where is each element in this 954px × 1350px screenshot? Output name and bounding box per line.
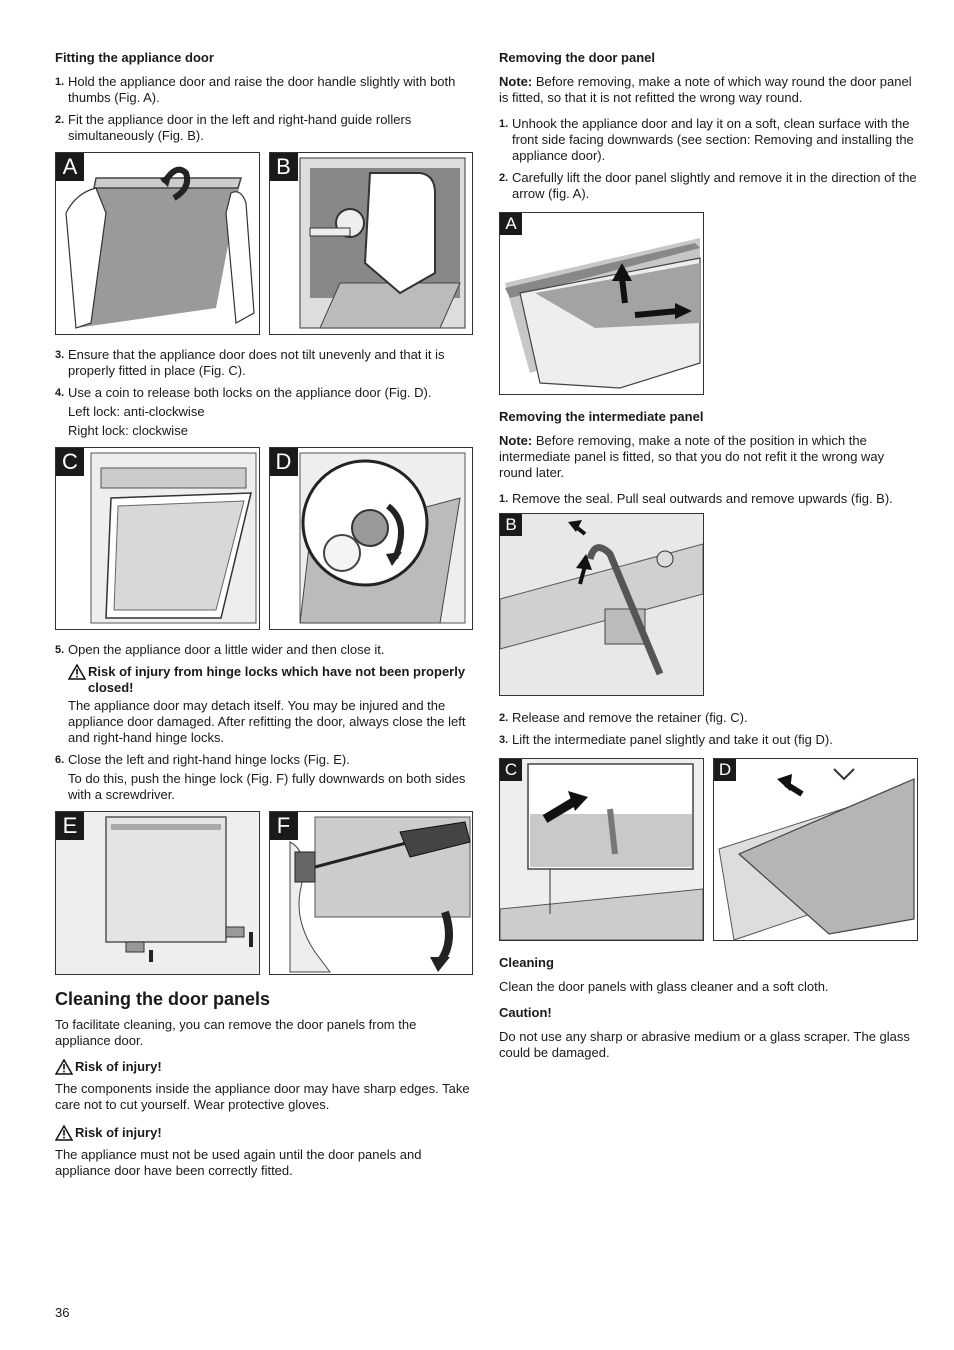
intermediate-step-3: 3. Lift the intermediate panel slightly … xyxy=(499,732,833,747)
hinge-warning-text: The appliance door may detach itself. Yo… xyxy=(68,698,466,745)
figure-e: E xyxy=(55,811,260,975)
removing-door-panel-heading: Removing the door panel xyxy=(499,50,656,65)
door-panel-note: Note: Before removing, make a note of wh… xyxy=(499,74,912,105)
door-panel-step-1: 1. Unhook the appliance door and lay it … xyxy=(499,116,914,163)
figure-intermediate-c-label: C xyxy=(500,759,522,781)
intermediate-step-1: 1. Remove the seal. Pull seal outwards a… xyxy=(499,491,893,506)
left-lock-text: Left lock: anti-clockwise xyxy=(68,404,205,419)
fitting-step-6: 6. Close the left and right-hand hinge l… xyxy=(55,752,350,767)
fitting-step-2: 2. Fit the appliance door in the left an… xyxy=(55,112,412,143)
caution-text: Do not use any sharp or abrasive medium … xyxy=(499,1029,910,1060)
left-column: Fitting the appliance door 1. Hold the a… xyxy=(54,50,473,1185)
figure-row-door-panel: A xyxy=(499,212,919,395)
figure-row-ab: A B xyxy=(55,152,473,335)
figure-c-label: C xyxy=(56,448,84,476)
figure-door-panel-a-label: A xyxy=(500,213,522,235)
figure-row-ef: E F xyxy=(55,811,473,975)
page-number: 36 xyxy=(55,1305,70,1320)
figure-intermediate-c: C xyxy=(499,758,704,941)
cleaning-panels-heading: Cleaning the door panels xyxy=(55,989,271,1009)
hinge-warning: Risk of injury from hinge locks which ha… xyxy=(67,663,473,746)
warning-icon xyxy=(67,663,88,684)
cleaning-text: Clean the door panels with glass cleaner… xyxy=(499,979,829,994)
risk-warning-1-text: The components inside the appliance door… xyxy=(55,1081,470,1112)
cleaning-heading: Cleaning xyxy=(499,955,554,970)
figure-b: B xyxy=(268,152,473,335)
step-6-subtext: To do this, push the hinge lock (Fig. F)… xyxy=(68,771,466,802)
right-column: Removing the door panel Note: Before rem… xyxy=(499,50,919,1067)
fitting-step-5: 5. Open the appliance door a little wide… xyxy=(55,642,385,657)
fitting-step-1: 1. Hold the appliance door and raise the… xyxy=(55,74,456,105)
warning-icon xyxy=(54,1058,75,1079)
fitting-step-4: 4. Use a coin to release both locks on t… xyxy=(55,385,432,400)
fitting-step-3: 3. Ensure that the appliance door does n… xyxy=(55,347,445,378)
figure-c: C xyxy=(55,447,260,630)
figure-b-label: B xyxy=(269,153,298,181)
risk-warning-2: Risk of injury! xyxy=(54,1124,473,1145)
risk-warning-2-title: Risk of injury! xyxy=(75,1125,162,1140)
risk-warning-1-title: Risk of injury! xyxy=(75,1059,162,1074)
door-panel-step-2: 2. Carefully lift the door panel slightl… xyxy=(499,170,917,201)
figure-row-intermediate-cd: C D xyxy=(499,758,919,941)
hinge-warning-title: Risk of injury from hinge locks which ha… xyxy=(88,664,466,695)
intermediate-note: Note: Before removing, make a note of th… xyxy=(499,433,885,480)
figure-intermediate-b: B xyxy=(499,513,704,696)
figure-intermediate-d-label: D xyxy=(714,759,736,781)
intermediate-step-2: 2. Release and remove the retainer (fig.… xyxy=(499,710,748,725)
figure-d: D xyxy=(268,447,473,630)
figure-door-panel-a: A xyxy=(499,212,704,395)
figure-a: A xyxy=(55,152,260,335)
caution-heading: Caution! xyxy=(499,1005,552,1020)
figure-f-label: F xyxy=(269,812,298,840)
risk-warning-1: Risk of injury! xyxy=(54,1058,473,1079)
figure-a-label: A xyxy=(56,153,84,181)
figure-e-label: E xyxy=(56,812,84,840)
figure-intermediate-d: D xyxy=(713,758,918,941)
removing-intermediate-heading: Removing the intermediate panel xyxy=(499,409,704,424)
figure-intermediate-b-label: B xyxy=(500,514,522,536)
figure-d-label: D xyxy=(269,448,298,476)
right-lock-text: Right lock: clockwise xyxy=(68,423,188,438)
fitting-heading: Fitting the appliance door xyxy=(55,50,214,65)
figure-row-cd: C D xyxy=(55,447,473,630)
warning-icon xyxy=(54,1124,75,1145)
risk-warning-2-text: The appliance must not be used again unt… xyxy=(55,1147,422,1178)
cleaning-panels-intro: To facilitate cleaning, you can remove t… xyxy=(55,1017,417,1048)
figure-f: F xyxy=(268,811,473,975)
figure-row-intermediate-b: B xyxy=(499,513,919,696)
